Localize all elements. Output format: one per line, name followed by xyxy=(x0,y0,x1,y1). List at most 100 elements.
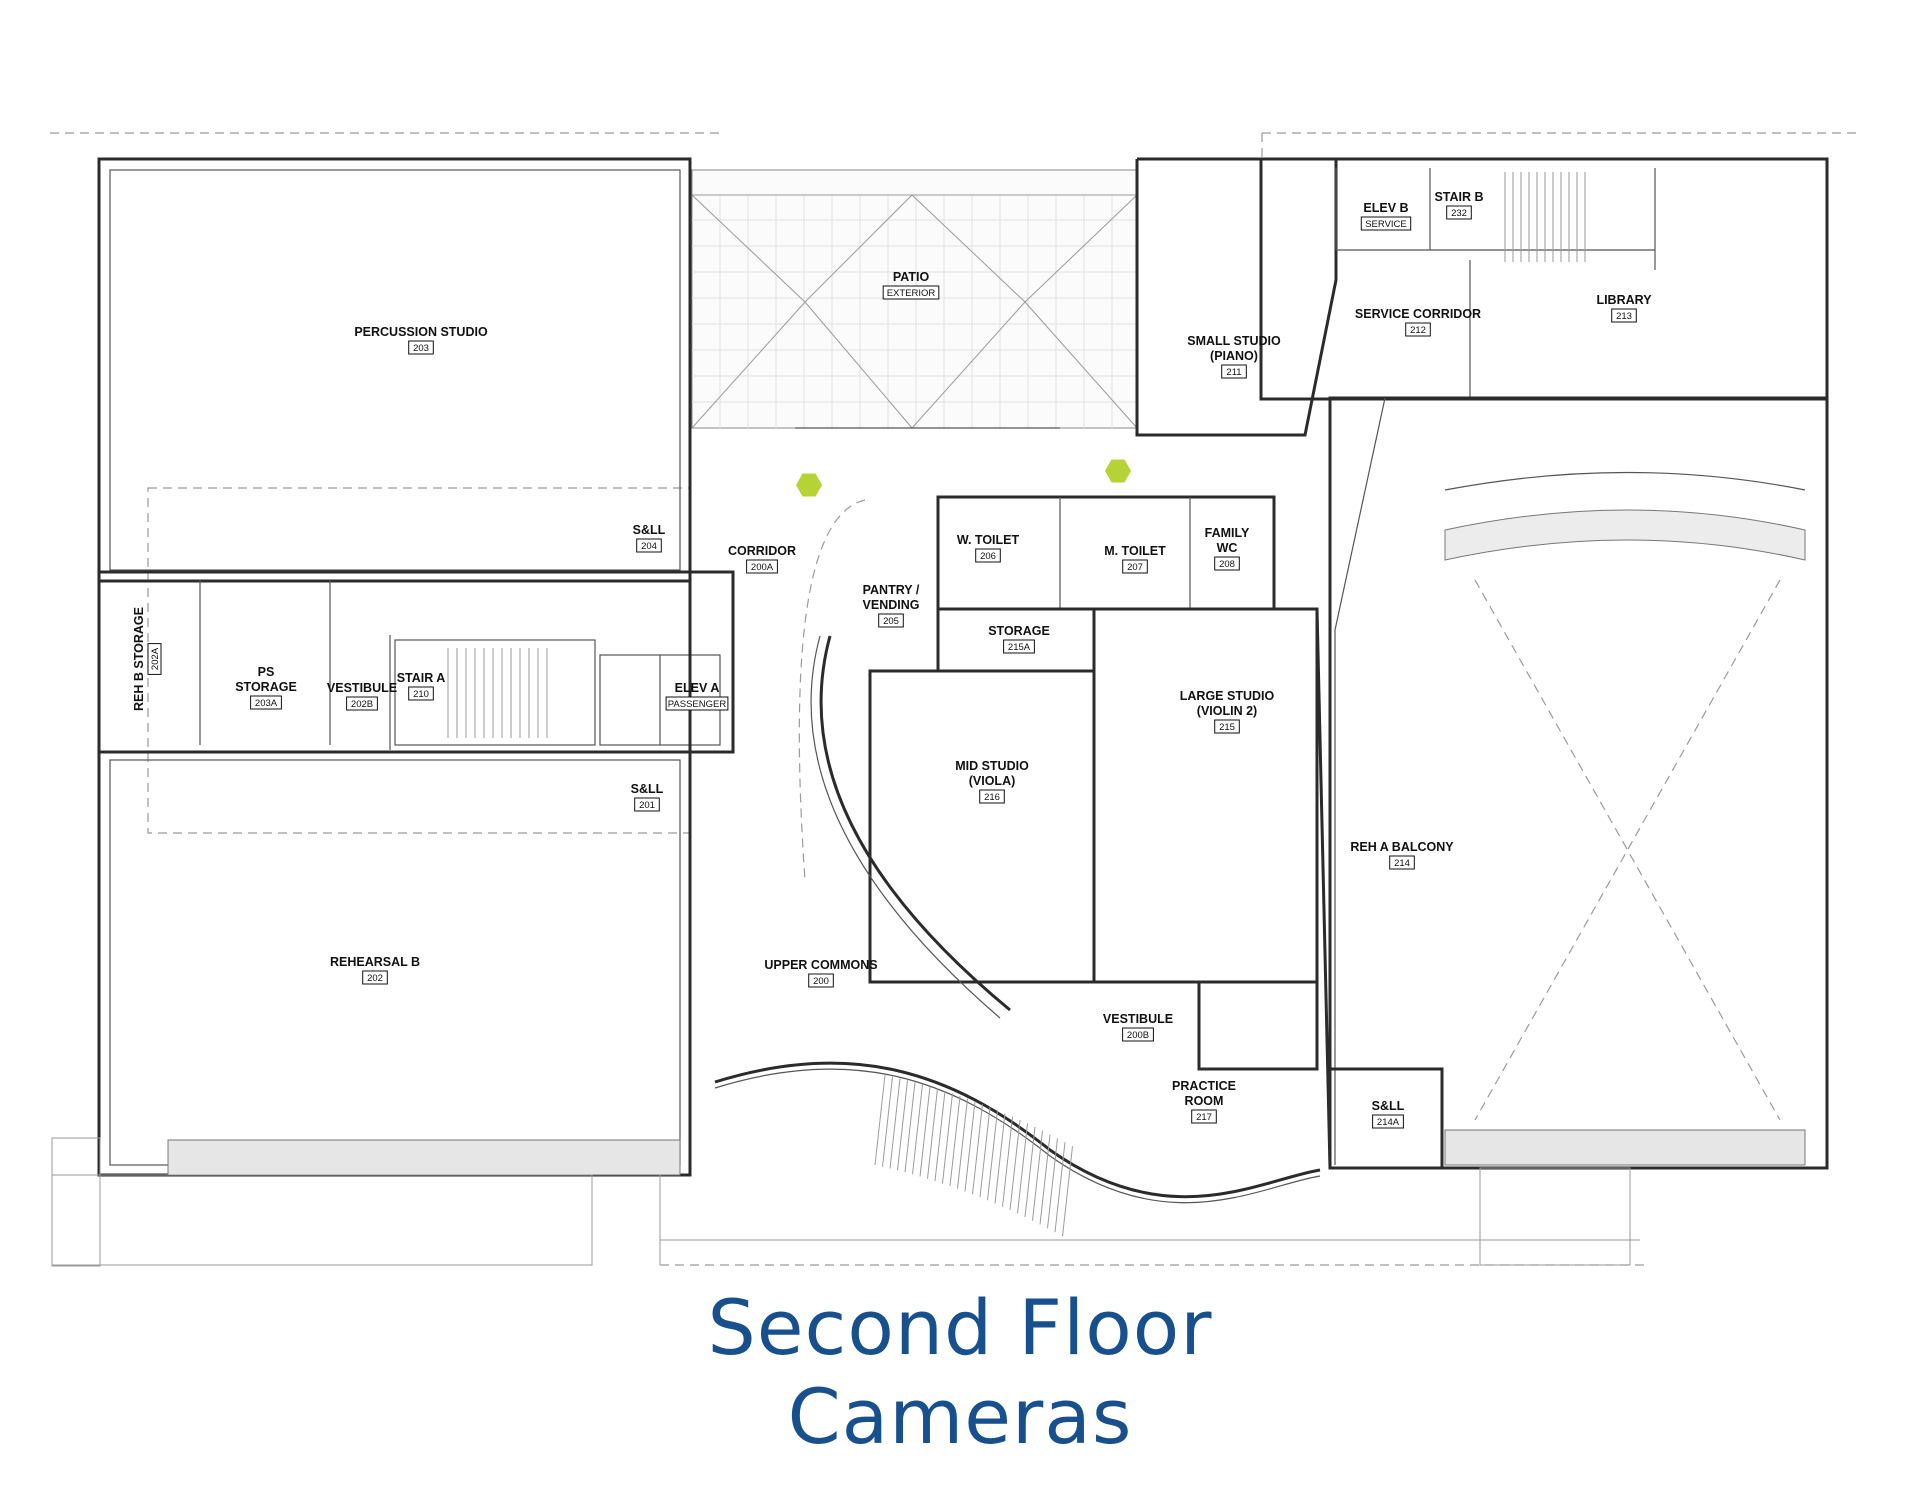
room-name: MID STUDIO xyxy=(955,759,1029,773)
room-name: VESTIBULE xyxy=(1103,1012,1173,1026)
room-label-elev-a: ELEV A PASSENGER xyxy=(665,681,729,711)
room-number-box xyxy=(346,696,378,711)
room-number-box xyxy=(1122,1027,1154,1042)
room-number-box xyxy=(408,340,434,355)
room-label-rehearsal-b: REHEARSAL B 202 xyxy=(330,955,420,985)
room-number: PASSENGER xyxy=(668,699,727,710)
room-name: PATIO xyxy=(893,270,930,284)
room-name: (VIOLA) xyxy=(969,774,1016,788)
room-label-sll-214a: S&LL 214A xyxy=(1372,1099,1405,1129)
room-name: VESTIBULE xyxy=(327,681,397,695)
room-number-box xyxy=(1372,1114,1404,1129)
room-label-large-studio: LARGE STUDIO(VIOLIN 2)215 xyxy=(1180,689,1275,734)
room-number: 204 xyxy=(641,541,657,552)
room-number-box xyxy=(636,538,662,553)
room-number: 211 xyxy=(1226,367,1241,378)
room-number-box xyxy=(250,695,282,710)
room-number-box xyxy=(634,797,660,812)
room-label-reh-b-storage: REH B STORAGE 202A xyxy=(132,607,162,711)
room-name: REH B STORAGE xyxy=(132,607,146,711)
room-number-box xyxy=(1405,322,1431,337)
room-name: PS xyxy=(258,665,275,679)
room-number-box xyxy=(808,973,834,988)
room-number: 200 xyxy=(813,976,829,987)
room-name: STORAGE xyxy=(235,680,297,694)
room-name: SERVICE CORRIDOR xyxy=(1355,307,1481,321)
room-name: ELEV B xyxy=(1363,201,1408,215)
room-number-box xyxy=(1446,205,1472,220)
room-number: 215A xyxy=(1008,642,1031,653)
room-number: 216 xyxy=(984,792,1000,803)
room-name: REH A BALCONY xyxy=(1350,840,1454,854)
room-number-box xyxy=(1389,855,1415,870)
room-name: LARGE STUDIO xyxy=(1180,689,1275,703)
room-number: 205 xyxy=(883,616,899,627)
room-number-box xyxy=(979,789,1005,804)
room-name: S&LL xyxy=(631,782,664,796)
room-number: 206 xyxy=(980,551,996,562)
room-number-box xyxy=(1214,719,1240,734)
room-name: FAMILY xyxy=(1205,526,1250,540)
room-name: VENDING xyxy=(863,598,920,612)
room-name: WC xyxy=(1217,541,1238,555)
room-number: 217 xyxy=(1196,1112,1212,1123)
room-name: S&LL xyxy=(1372,1099,1405,1113)
camera-marker-icon[interactable] xyxy=(796,473,822,497)
room-label-mid-studio: MID STUDIO(VIOLA) 216 xyxy=(955,759,1029,804)
room-number-box xyxy=(975,548,1001,563)
room-number-box xyxy=(1360,216,1412,231)
room-name: ELEV A xyxy=(675,681,720,695)
room-name: LIBRARY xyxy=(1596,293,1652,307)
room-name: M. TOILET xyxy=(1104,544,1166,558)
room-name: SMALL STUDIO xyxy=(1187,334,1281,348)
room-number-box xyxy=(1611,308,1637,323)
camera-marker-icon[interactable] xyxy=(1105,459,1131,483)
room-label-service-corridor: SERVICE CORRIDOR 212 xyxy=(1355,307,1481,337)
room-name: PANTRY / xyxy=(863,583,920,597)
room-number: 200B xyxy=(1127,1030,1149,1041)
room-label-percussion: PERCUSSION STUDIO 203 xyxy=(354,325,488,355)
room-label-pantry: PANTRY /VENDING 205 xyxy=(863,583,920,628)
room-name: REHEARSAL B xyxy=(330,955,420,969)
room-number-box xyxy=(878,613,904,628)
room-number-box xyxy=(665,696,729,711)
plan-title-line2: Cameras xyxy=(787,1372,1133,1461)
room-number: 214A xyxy=(1377,1117,1400,1128)
room-label-w-toilet: W. TOILET 206 xyxy=(957,533,1020,563)
room-number: 203 xyxy=(413,343,429,354)
room-name: CORRIDOR xyxy=(728,544,796,558)
room-name: PERCUSSION STUDIO xyxy=(354,325,488,339)
room-label-vestibule-202b: VESTIBULE 202B xyxy=(327,681,397,711)
room-label-vestibule-200b: VESTIBULE 200B xyxy=(1103,1012,1173,1042)
room-number: 232 xyxy=(1451,208,1467,219)
room-number: 203A xyxy=(255,698,278,709)
property-lines xyxy=(50,132,1862,1266)
room-name: S&LL xyxy=(633,523,666,537)
room-number-box xyxy=(408,686,434,701)
room-number: 202B xyxy=(351,699,373,710)
room-name: (VIOLIN 2) xyxy=(1197,704,1257,718)
room-number: 202 xyxy=(367,973,383,984)
camera-markers xyxy=(796,459,1131,497)
walls xyxy=(51,157,1829,1267)
room-label-small-studio: SMALL STUDIO(PIANO)211 xyxy=(1187,334,1281,379)
room-number-box xyxy=(1003,639,1035,654)
room-number: 212 xyxy=(1410,325,1426,336)
room-number: 210 xyxy=(413,689,429,700)
room-number: 202A xyxy=(150,647,161,670)
room-number-box xyxy=(1191,1109,1217,1124)
room-name: W. TOILET xyxy=(957,533,1020,547)
